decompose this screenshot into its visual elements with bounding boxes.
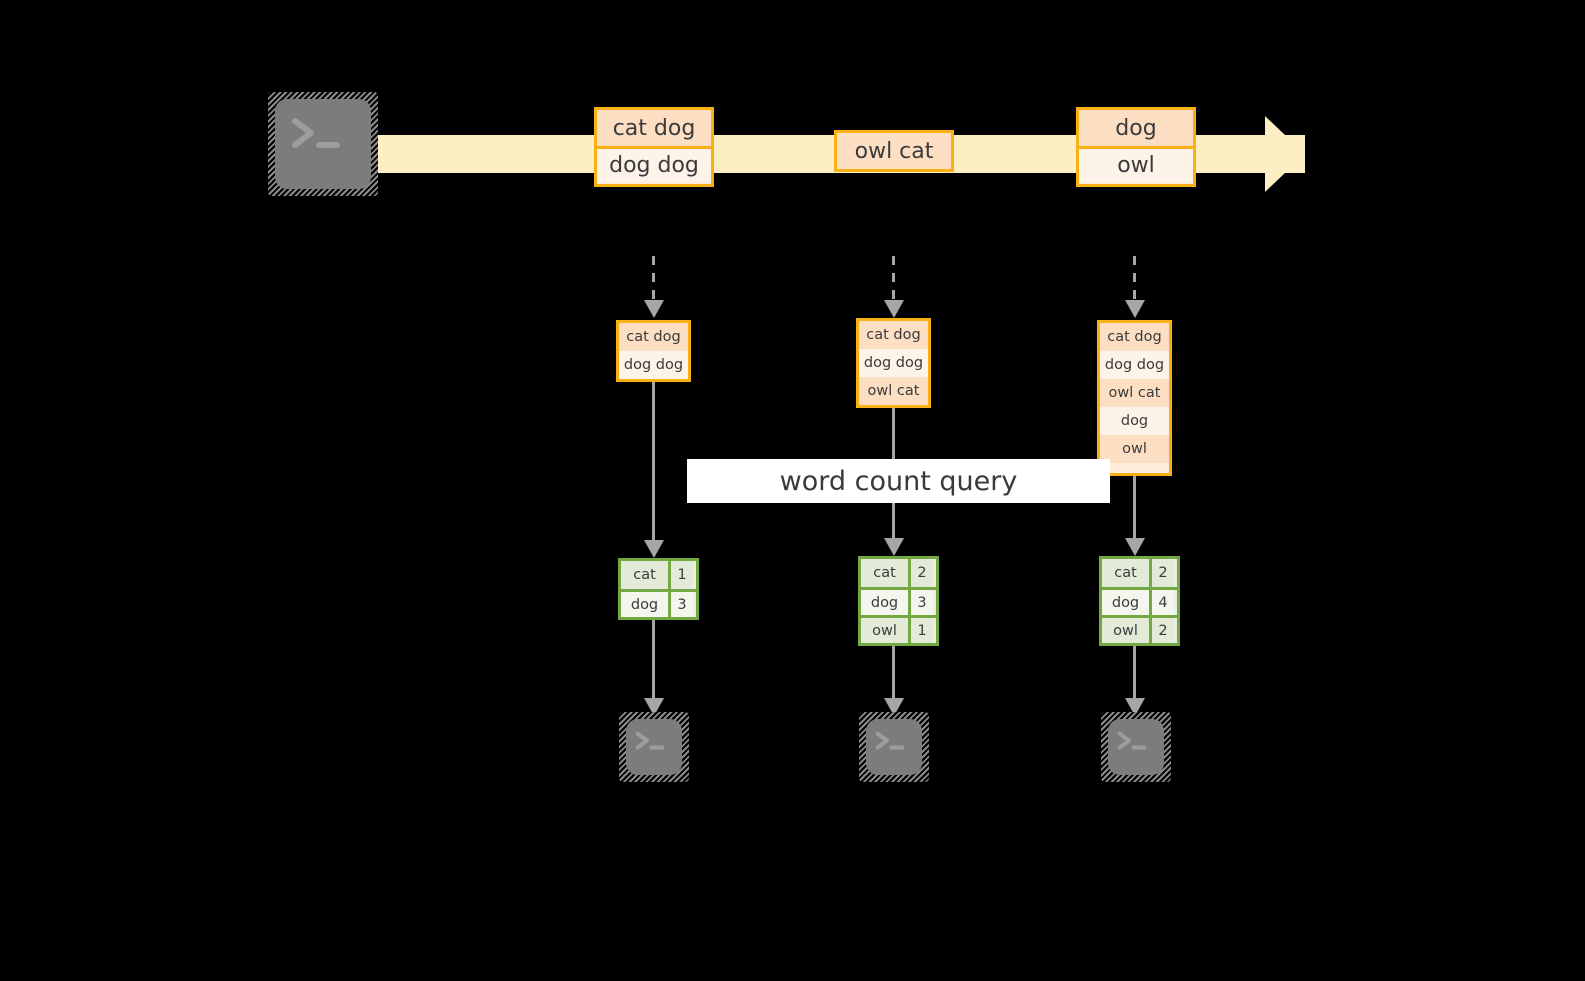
stream-record-1[interactable]: cat dog dog dog xyxy=(594,107,714,187)
stream-record-2[interactable]: owl cat xyxy=(834,130,954,172)
terminal-body xyxy=(275,99,371,189)
table-row: dog dog xyxy=(619,351,688,379)
terminal-body xyxy=(626,719,682,775)
table-row: dog 4 xyxy=(1102,587,1177,615)
snapshot-2-sink-terminal-icon[interactable] xyxy=(859,712,929,782)
record-line: owl cat xyxy=(837,133,951,169)
result-count: 3 xyxy=(908,590,933,615)
terminal-prompt-icon xyxy=(635,731,665,750)
stream-source-terminal-icon[interactable] xyxy=(268,92,378,196)
stream-arrow-head xyxy=(1265,116,1305,192)
table-row: cat dog xyxy=(619,323,688,351)
record-line: owl xyxy=(1079,146,1193,182)
result-count: 4 xyxy=(1149,590,1174,615)
result-count: 2 xyxy=(1149,559,1174,587)
table-row: dog dog xyxy=(1100,351,1169,379)
snapshot-3-result-table[interactable]: cat 2 dog 4 owl 2 xyxy=(1099,556,1180,646)
table-row: owl 1 xyxy=(861,615,936,643)
result-word: cat xyxy=(861,559,908,587)
table-row: dog dog xyxy=(859,349,928,377)
stream-record-3[interactable]: dog owl xyxy=(1076,107,1196,187)
result-word: dog xyxy=(1102,590,1149,615)
terminal-prompt-icon xyxy=(1117,731,1147,750)
snapshot-3-input-table[interactable]: cat dog dog dog owl cat dog owl xyxy=(1097,320,1172,476)
table-row: dog xyxy=(1100,407,1169,435)
table-row: cat 2 xyxy=(1102,559,1177,587)
snapshot-1-sink-terminal-icon[interactable] xyxy=(619,712,689,782)
terminal-body xyxy=(866,719,922,775)
result-count: 2 xyxy=(1149,618,1174,643)
result-count: 2 xyxy=(908,559,933,587)
record-line: dog dog xyxy=(597,146,711,182)
table-row: cat 1 xyxy=(621,561,696,589)
record-line: dog xyxy=(1079,110,1193,146)
result-word: owl xyxy=(1102,618,1149,643)
table-row: owl xyxy=(1100,435,1169,463)
terminal-body xyxy=(1108,719,1164,775)
snapshot-1-input-table[interactable]: cat dog dog dog xyxy=(616,320,691,382)
table-row: cat dog xyxy=(859,321,928,349)
result-count: 1 xyxy=(668,561,693,589)
snapshot-1-result-table[interactable]: cat 1 dog 3 xyxy=(618,558,699,620)
snapshot-3-sink-terminal-icon[interactable] xyxy=(1101,712,1171,782)
result-word: cat xyxy=(1102,559,1149,587)
result-word: owl xyxy=(861,618,908,643)
query-banner: word count query xyxy=(687,459,1110,503)
table-row: owl cat xyxy=(859,377,928,405)
snapshot-2-input-table[interactable]: cat dog dog dog owl cat xyxy=(856,318,931,408)
table-row: owl 2 xyxy=(1102,615,1177,643)
terminal-prompt-icon xyxy=(875,731,905,750)
table-row: dog 3 xyxy=(621,589,696,617)
result-word: dog xyxy=(621,592,668,617)
result-word: dog xyxy=(861,590,908,615)
result-count: 1 xyxy=(908,618,933,643)
table-row: dog 3 xyxy=(861,587,936,615)
table-row: cat 2 xyxy=(861,559,936,587)
terminal-prompt-icon xyxy=(292,118,340,148)
record-line: cat dog xyxy=(597,110,711,146)
table-row: cat dog xyxy=(1100,323,1169,351)
result-word: cat xyxy=(621,561,668,589)
table-row: owl cat xyxy=(1100,379,1169,407)
result-count: 3 xyxy=(668,592,693,617)
snapshot-2-result-table[interactable]: cat 2 dog 3 owl 1 xyxy=(858,556,939,646)
